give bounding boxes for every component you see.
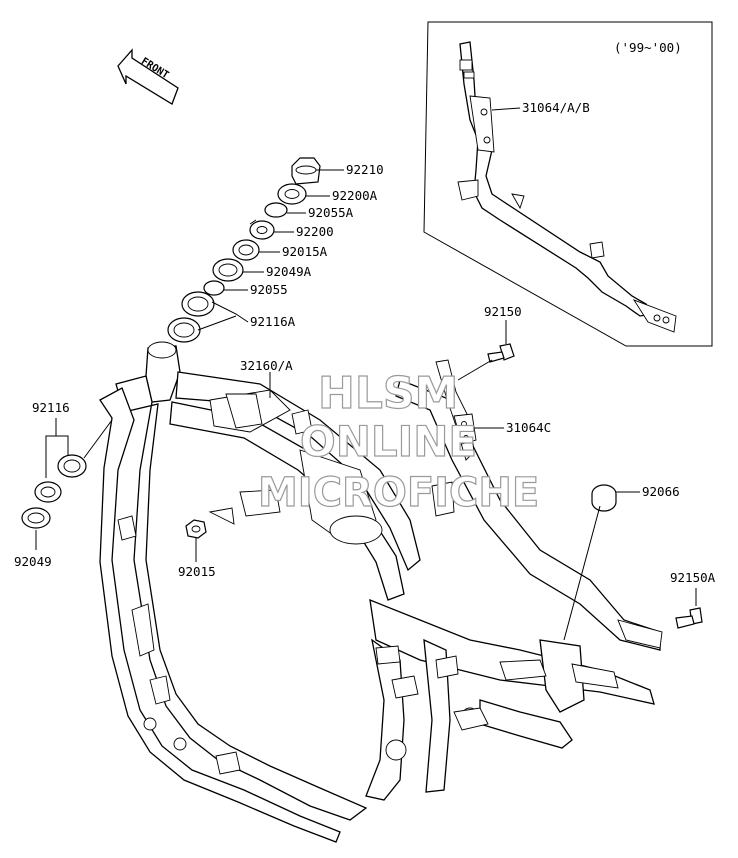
part-92116A-bearing-upper: [181, 291, 215, 317]
label-92200A: 92200A: [332, 188, 378, 203]
inset-box: ('99~'00) 31064/A/B: [423, 21, 713, 347]
inset-years-label: ('99~'00): [614, 40, 682, 55]
part-92116A-bearing-race: [167, 317, 201, 343]
part-92049A-seal: [212, 258, 244, 282]
part-92210-nut: [291, 157, 321, 185]
label-92049A: 92049A: [266, 264, 312, 279]
label-92200: 92200: [296, 224, 334, 239]
label-31064AB: 31064/A/B: [522, 100, 590, 115]
part-92116-bearing: [57, 454, 87, 478]
watermark: HLSM ONLINE MICROFICHE: [257, 367, 539, 516]
part-92015-nut: [185, 519, 207, 539]
label-92210: 92210: [346, 162, 384, 177]
part-92055A-oring: [264, 202, 288, 218]
part-92200-washer: [249, 219, 275, 240]
label-92066: 92066: [642, 484, 680, 499]
part-92150A-bolt: [675, 607, 703, 629]
label-92116A: 92116A: [250, 314, 296, 329]
label-92015: 92015: [178, 564, 216, 579]
label-92055A: 92055A: [308, 205, 354, 220]
inset-frame-rail: [457, 41, 677, 333]
part-92116-bearing-race: [34, 481, 62, 503]
steering-stack: [167, 157, 321, 343]
frame-rail-31064C: [435, 359, 477, 461]
label-92049: 92049: [14, 554, 52, 569]
part-92150-bolt: [487, 343, 515, 363]
label-92150: 92150: [484, 304, 522, 319]
watermark-line3: MICROFICHE: [258, 470, 539, 516]
watermark-line1: HLSM: [318, 368, 458, 419]
part-92066-plug: [591, 484, 617, 512]
label-92015A: 92015A: [282, 244, 328, 259]
watermark-line2: ONLINE: [300, 417, 477, 466]
part-92015A-nut: [232, 239, 260, 261]
label-92116: 92116: [32, 400, 70, 415]
label-31064C: 31064C: [506, 420, 551, 435]
label-92055: 92055: [250, 282, 288, 297]
part-92200A-washer: [277, 183, 307, 205]
front-arrow-icon: FRONT: [117, 48, 179, 105]
part-92049-seal: [21, 507, 51, 529]
stack-leaders: [197, 169, 344, 331]
label-32160A: 32160/A: [240, 358, 293, 373]
label-92150A: 92150A: [670, 570, 716, 585]
part-92055-oring: [203, 280, 225, 296]
